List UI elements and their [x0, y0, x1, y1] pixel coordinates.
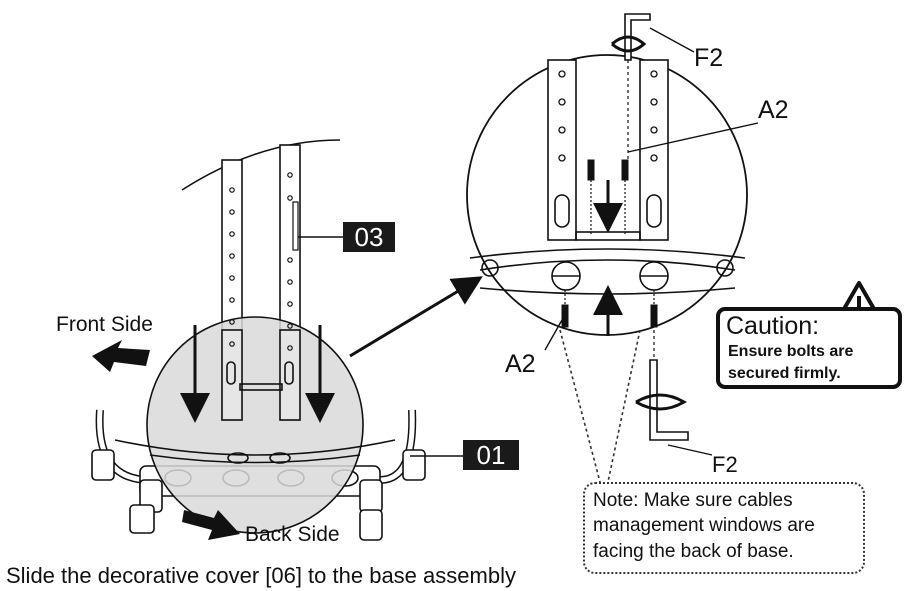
f2-bottom-leader	[667, 444, 713, 456]
rotate-icon-bottom	[635, 393, 687, 411]
zoom-arrow	[349, 276, 483, 358]
caution-line-1: Ensure bolts are	[728, 343, 854, 360]
caution-line-2: secured firmly.	[728, 365, 841, 382]
front-side-label: Front Side	[56, 313, 153, 336]
note-pointer-left	[559, 329, 601, 483]
note-line-3: facing the back of base.	[593, 541, 794, 562]
part-03-bracket	[292, 201, 299, 251]
part-03-tag: 03	[343, 222, 395, 252]
back-side-arrow	[182, 510, 240, 540]
back-side-label: Back Side	[245, 523, 340, 546]
a2-bottom-leader	[544, 319, 563, 351]
f2-bottom-label: F2	[712, 452, 738, 477]
bolts-bottom	[561, 290, 658, 328]
right-detail	[469, 59, 746, 295]
caption: Slide the decorative cover [06] to the b…	[6, 563, 516, 588]
right-column-holes	[558, 70, 658, 162]
rotate-icon-top	[611, 35, 647, 53]
bolts-top	[587, 159, 629, 235]
caution-box	[716, 307, 902, 389]
allen-key-bottom	[649, 330, 689, 441]
part-01-tag: 01	[463, 440, 519, 470]
left-detail	[114, 329, 396, 464]
detail-circle-left	[146, 316, 364, 534]
column-holes	[229, 172, 293, 351]
front-side-arrow	[92, 340, 150, 372]
a2-bottom-label: A2	[505, 350, 536, 378]
caution-title: Caution:	[726, 312, 820, 340]
note-line-2: management windows are	[593, 515, 815, 536]
a2-top-label: A2	[758, 96, 789, 124]
note-pointer-right	[607, 329, 641, 483]
a2-top-leader	[627, 122, 759, 153]
note-line-1: Note: Make sure cables	[593, 490, 793, 511]
f2-top-label: F2	[694, 44, 724, 72]
note-box	[583, 482, 865, 574]
f2-top-leader	[649, 27, 695, 53]
